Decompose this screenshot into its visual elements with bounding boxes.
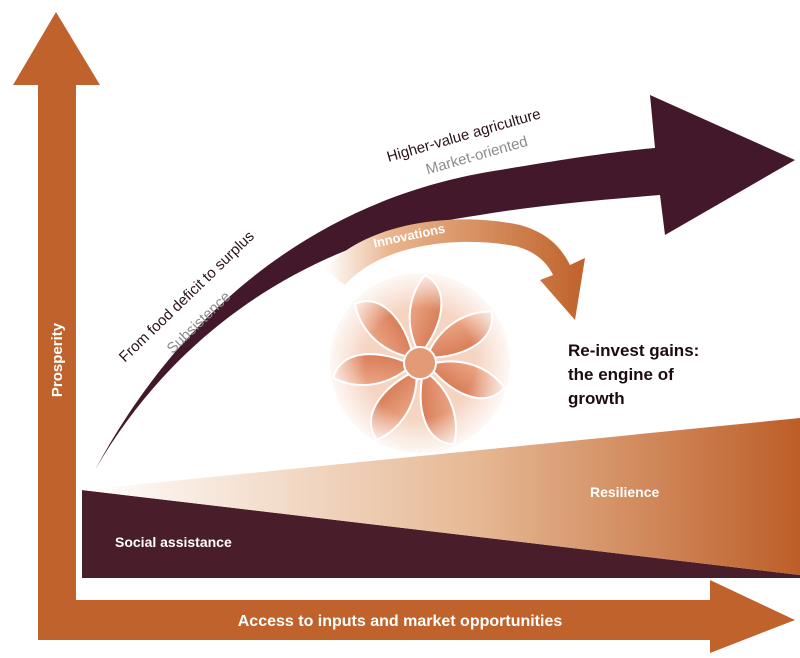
access-axis-arrow <box>38 580 795 653</box>
innovations-arrow <box>325 219 585 320</box>
engine-label-line1: Re-invest gains: <box>568 341 699 360</box>
social-assistance-label: Social assistance <box>115 534 232 550</box>
engine-fan-icon <box>328 271 512 455</box>
growth-curve-arrow <box>95 95 795 470</box>
engine-label-line2: the engine of <box>568 365 674 384</box>
social-assistance-wedge <box>82 490 800 578</box>
prosperity-axis-arrow <box>13 12 100 600</box>
x-axis-label: Access to inputs and market opportunitie… <box>238 613 563 630</box>
resilience-label: Resilience <box>590 484 659 500</box>
y-axis-label: Prosperity <box>49 322 66 397</box>
resilience-wedge <box>82 418 800 575</box>
engine-label-line3: growth <box>568 389 625 408</box>
